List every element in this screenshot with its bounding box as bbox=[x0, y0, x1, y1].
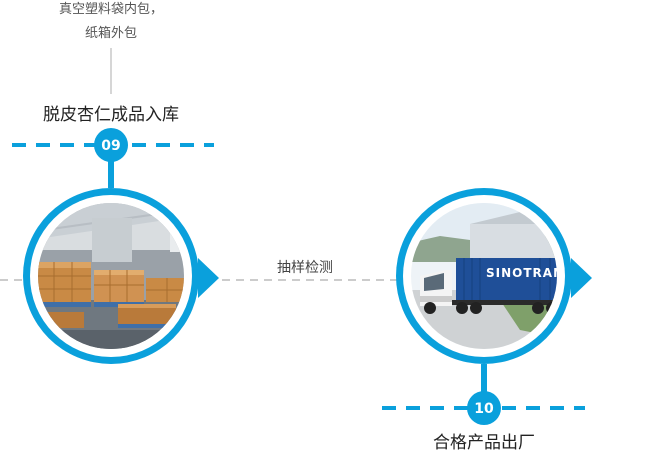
step09-title: 脱皮杏仁成品入库 bbox=[43, 105, 179, 125]
step09-note-line1: 真空塑料袋内包， bbox=[58, 2, 163, 17]
step10-number: 10 bbox=[474, 401, 494, 417]
step09-note-line2: 纸箱外包 bbox=[84, 26, 137, 41]
step10-badge: 10 bbox=[467, 391, 501, 425]
step10-title: 合格产品出厂 bbox=[433, 433, 535, 453]
container-sinotrans-label: SINOTRAN bbox=[486, 266, 564, 280]
step09-badge: 09 bbox=[94, 128, 128, 162]
step09-circle bbox=[23, 188, 219, 364]
step09-arrow-icon bbox=[198, 258, 219, 298]
step09-note: 真空塑料袋内包， 纸箱外包 bbox=[31, 0, 191, 46]
step10-arrow-icon bbox=[571, 258, 592, 298]
step09-number: 09 bbox=[101, 138, 120, 154]
step10-circle: SINOTRAN bbox=[396, 188, 592, 364]
connector-label: 抽样检测 bbox=[262, 257, 348, 277]
